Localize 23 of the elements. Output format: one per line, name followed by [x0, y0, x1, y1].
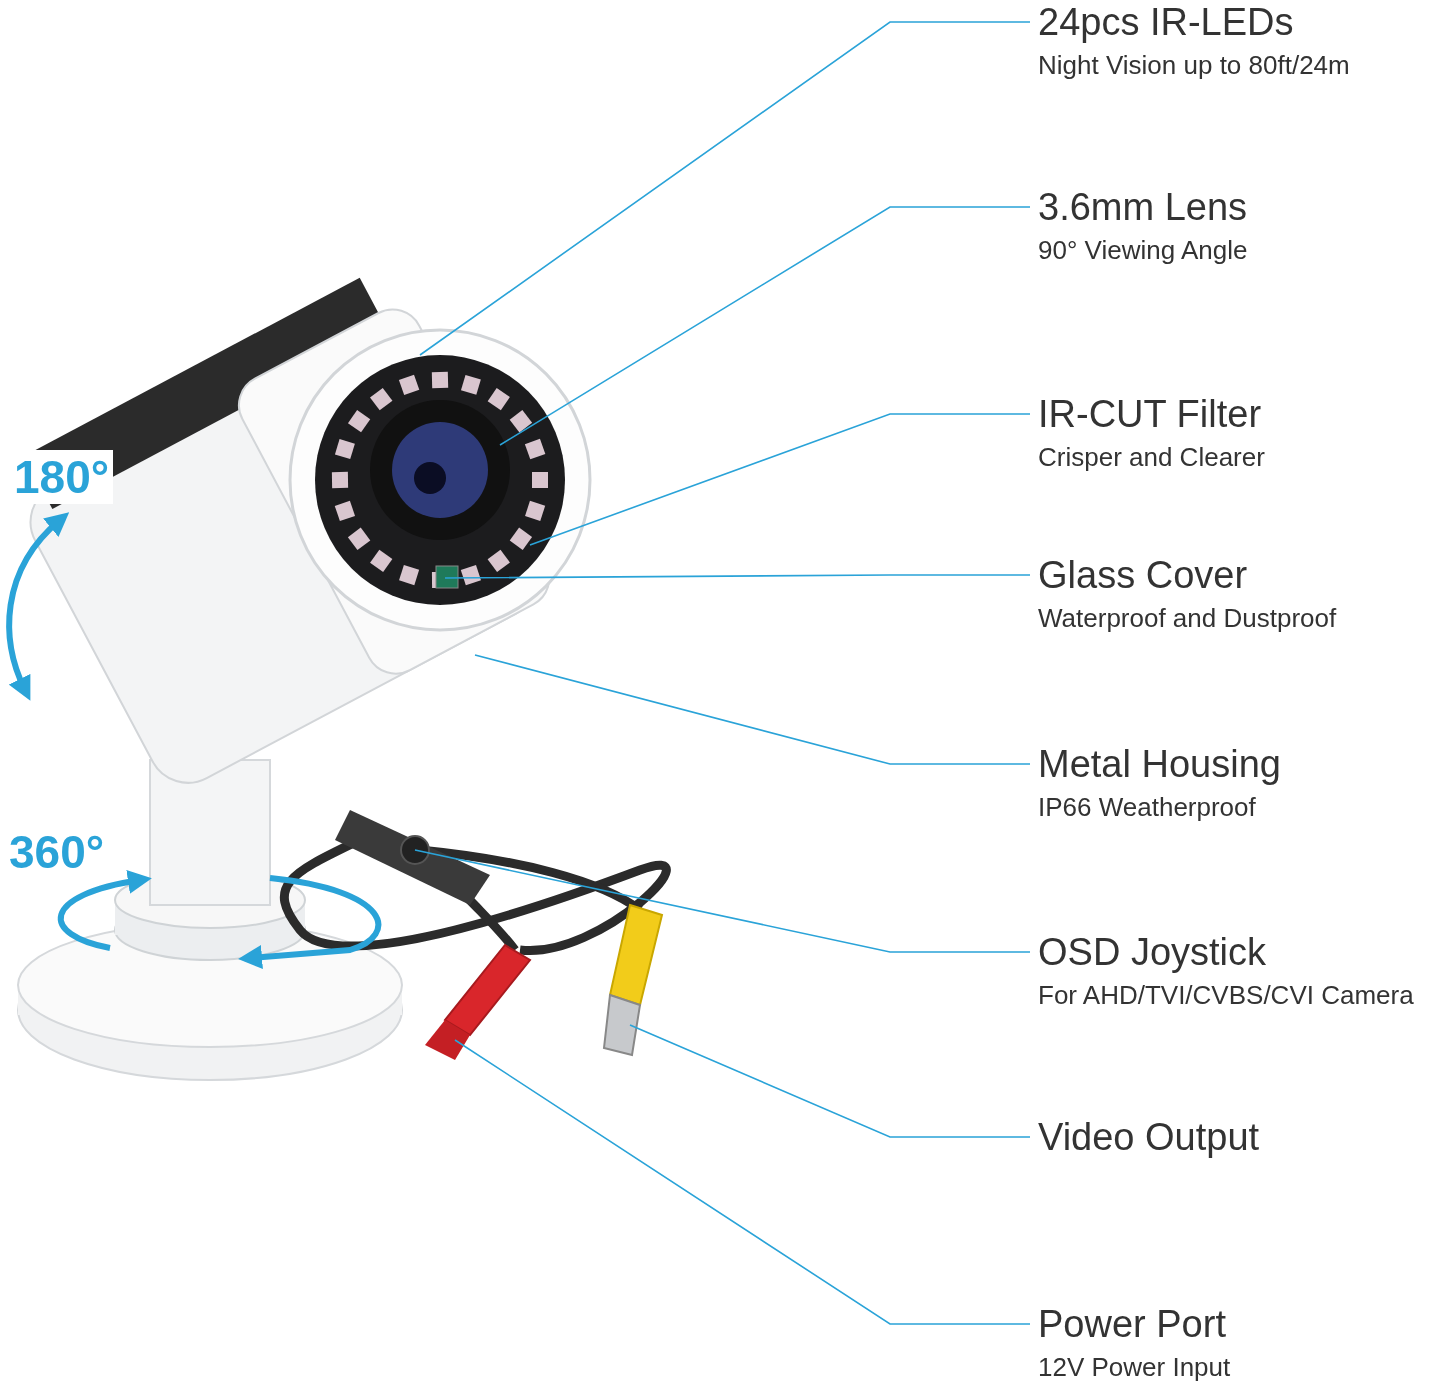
- leader-line: [414, 849, 1031, 953]
- feature-title: OSD Joystick: [1038, 930, 1268, 974]
- leader-line: [529, 413, 1031, 546]
- leader-line: [419, 21, 1031, 356]
- feature-description: Waterproof and Dustproof: [1038, 602, 1337, 635]
- feature-title: Video Output: [1038, 1115, 1260, 1159]
- feature-description: For AHD/TVI/CVBS/CVI Camera: [1038, 979, 1414, 1012]
- leader-line: [629, 1024, 1031, 1138]
- feature-title: Power Port: [1038, 1302, 1227, 1346]
- feature-description: IP66 Weatherproof: [1038, 791, 1257, 824]
- feature-description: 90° Viewing Angle: [1038, 234, 1248, 267]
- feature-title: IR-CUT Filter: [1038, 392, 1263, 436]
- leader-line: [454, 1039, 1031, 1325]
- leader-line: [474, 654, 1031, 765]
- leader-line: [499, 206, 1031, 446]
- feature-description: 12V Power Input: [1038, 1351, 1231, 1384]
- feature-title: Glass Cover: [1038, 553, 1249, 597]
- feature-title: 24pcs IR-LEDs: [1038, 0, 1295, 44]
- feature-title: 3.6mm Lens: [1038, 185, 1248, 229]
- feature-description: Crisper and Clearer: [1038, 441, 1265, 474]
- feature-description: Night Vision up to 80ft/24m: [1038, 49, 1350, 82]
- feature-title: Metal Housing: [1038, 742, 1281, 786]
- leader-line: [444, 574, 1031, 579]
